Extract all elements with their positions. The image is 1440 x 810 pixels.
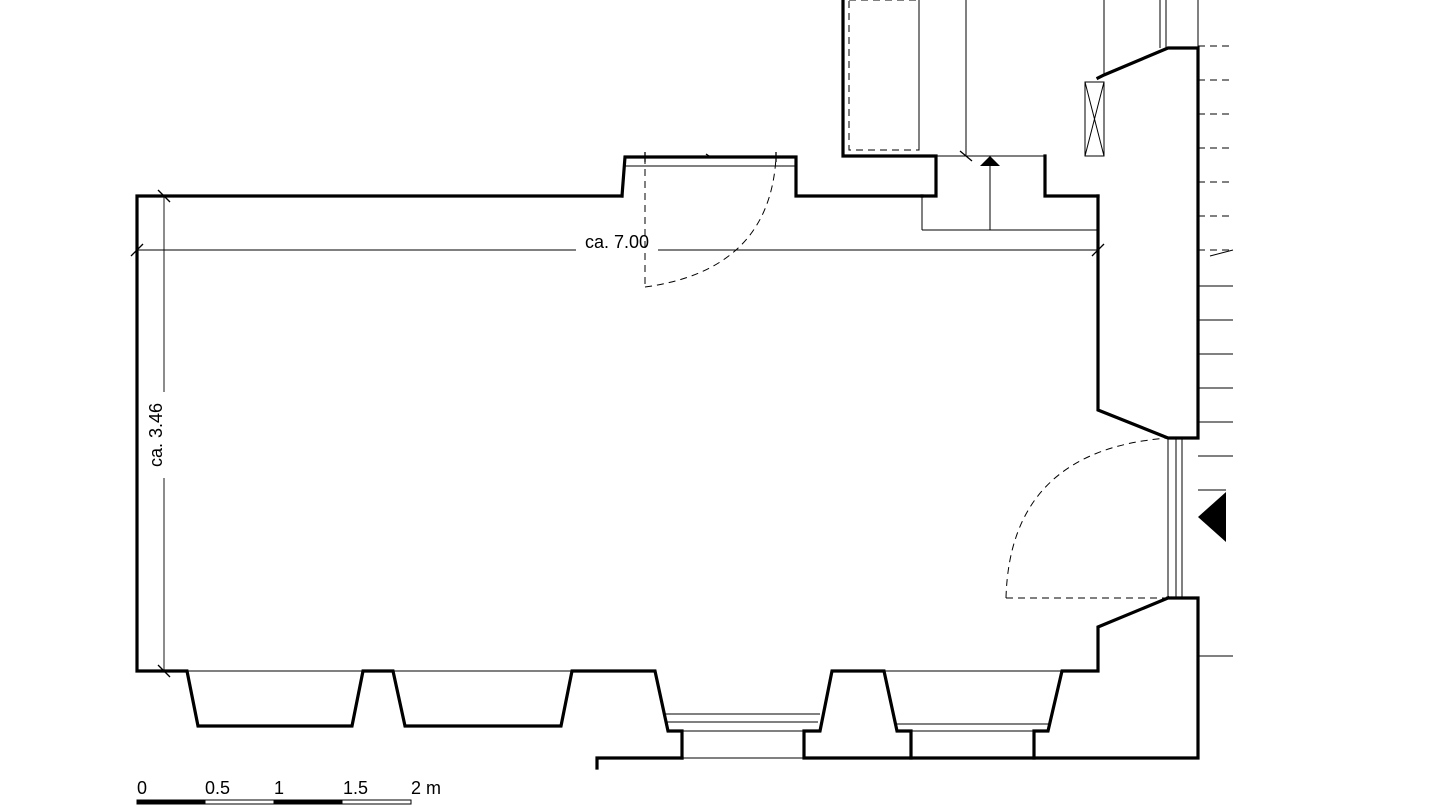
scale-label-1: 0.5 (205, 778, 230, 798)
dimension-width: ca. 7.00 (130, 232, 1105, 262)
dimension-depth-label: ca. 3.46 (146, 403, 166, 467)
exterior-markers (1159, 0, 1234, 657)
scale-label-2: 1 (274, 778, 284, 798)
door-north-swing (644, 156, 777, 288)
stair-run-outline (848, 0, 920, 151)
east-wall-upper (1095, 46, 1200, 440)
window-south-right (895, 723, 1050, 732)
window-south-left (665, 713, 820, 759)
dimension-width-label: ca. 7.00 (585, 232, 649, 252)
south-wall-stub (595, 756, 684, 770)
shaft-cross-b (1084, 81, 1105, 157)
adjoining-wall-right (1043, 154, 1100, 198)
door-east-swing (1005, 437, 1169, 599)
scale-label-0: 0 (137, 778, 147, 798)
north-wall-niche (620, 155, 924, 198)
door-east (1005, 437, 1226, 599)
north-arrow-icon (980, 156, 1000, 166)
scale-bar: 0 0.5 1 1.5 2 m (136, 778, 441, 805)
entrance-arrow-icon (1198, 492, 1226, 542)
stair-tick (959, 150, 973, 162)
room-outline (135, 194, 684, 760)
dimension-depth: ca. 3.46 (146, 189, 171, 678)
adjoining-space-top (841, 0, 1105, 231)
scale-label-3: 1.5 (343, 778, 368, 798)
scale-label-4: 2 m (411, 778, 441, 798)
shaft-box (1084, 81, 1105, 157)
door-north (644, 152, 777, 288)
east-wall-lower (1032, 595, 1200, 760)
adjoining-wall-left (841, 0, 938, 198)
south-pier (802, 669, 913, 760)
